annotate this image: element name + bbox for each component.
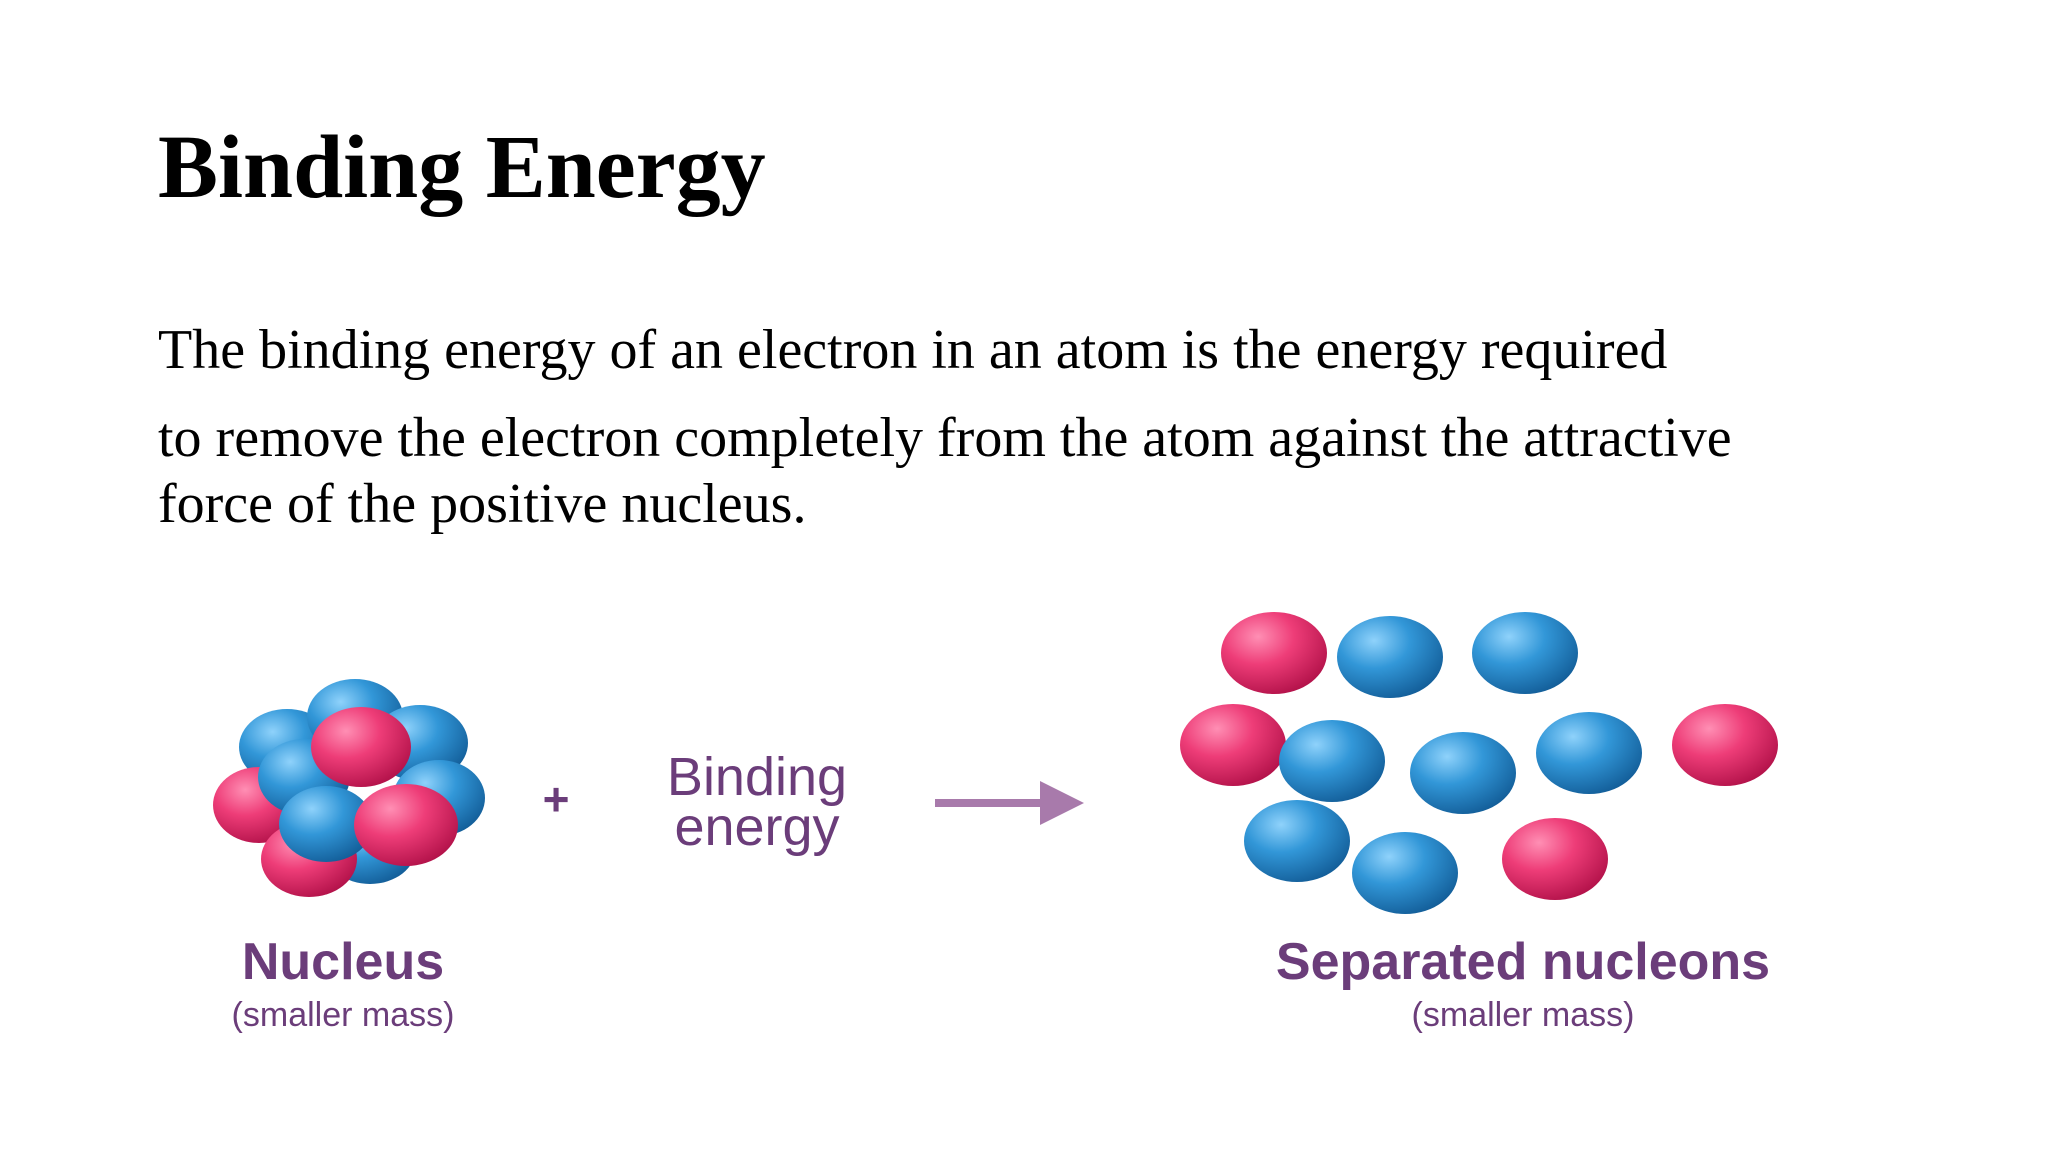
separated-nucleons-label: Separated nucleons [1276, 933, 1770, 991]
nucleus-cluster [213, 679, 485, 897]
neutron-ball [1472, 612, 1578, 694]
body-text-line-2: to remove the electron completely from t… [158, 407, 1732, 469]
proton-ball [1502, 818, 1608, 900]
neutron-ball [1410, 732, 1516, 814]
neutron-ball [1244, 800, 1350, 882]
neutron-ball [1337, 616, 1443, 698]
separated-nucleons [1180, 612, 1778, 914]
nucleus-label: Nucleus [242, 933, 444, 991]
plus-sign: + [543, 773, 570, 825]
proton-ball [1672, 704, 1778, 786]
separated-nucleons-sublabel: (smaller mass) [1412, 996, 1635, 1034]
proton-ball [1180, 704, 1286, 786]
proton-ball [354, 784, 458, 866]
diagram-svg: + Binding energy [213, 612, 1778, 1034]
arrow-icon [935, 781, 1084, 825]
proton-ball [1221, 612, 1327, 694]
neutron-ball [1279, 720, 1385, 802]
slide-title: Binding Energy [158, 118, 766, 217]
proton-ball [311, 707, 411, 787]
neutron-ball [1536, 712, 1642, 794]
binding-label-line-2: energy [674, 797, 839, 857]
body-text-line-3: force of the positive nucleus. [158, 473, 807, 535]
neutron-ball [1352, 832, 1458, 914]
nucleus-sublabel: (smaller mass) [232, 996, 455, 1034]
neutron-ball [279, 786, 373, 862]
binding-energy-diagram: + Binding energy [180, 595, 1860, 1055]
binding-label-line-1: Binding [667, 747, 847, 807]
body-text-line-1: The binding energy of an electron in an … [158, 319, 1668, 381]
